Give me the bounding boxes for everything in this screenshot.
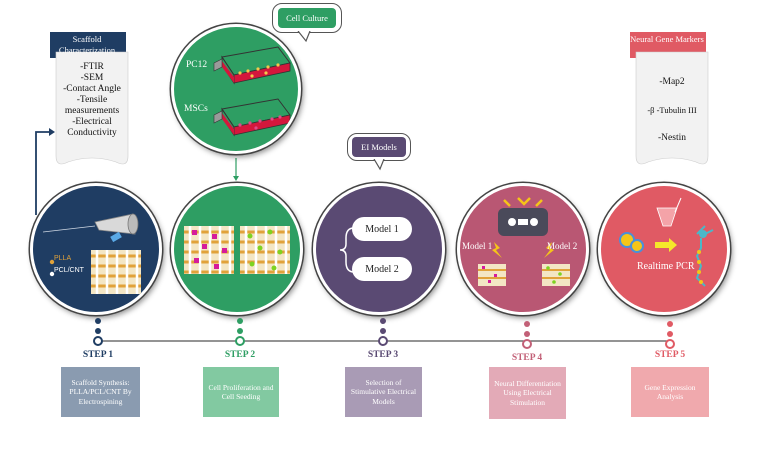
char-item-contact-angle: -Contact Angle bbox=[63, 84, 121, 94]
step2-description: Cell Proliferation and Cell Seeding bbox=[203, 367, 279, 417]
step3-description: Selection of Stimulative Electrical Mode… bbox=[345, 367, 422, 417]
char-item-sem: -SEM bbox=[80, 73, 104, 83]
electrospinning-illustration bbox=[42, 213, 141, 294]
scaffold-characterization-banner: Scaffold Characterization -FTIR -SEM -Co… bbox=[46, 30, 130, 170]
stimulation-illustration bbox=[478, 197, 570, 286]
ei-models-label: EI Models bbox=[352, 137, 406, 157]
step4-model2-label: Model 2 bbox=[547, 241, 578, 251]
char-item-ftir: -FTIR bbox=[80, 62, 104, 72]
step1-circle bbox=[30, 183, 162, 315]
pc12-label: PC12 bbox=[186, 60, 208, 70]
banner-shape bbox=[50, 32, 129, 165]
pcr-illustration bbox=[619, 197, 714, 287]
banner-shape bbox=[630, 32, 709, 165]
seeded-mesh-left bbox=[184, 226, 234, 274]
step3-label: STEP 3 bbox=[367, 350, 399, 360]
marker-map2: -Map2 bbox=[659, 77, 685, 87]
neural-gene-markers-list: -Map2 -β -Tubulin III -Nestin bbox=[636, 68, 708, 152]
step4-dots bbox=[522, 321, 532, 349]
scaffold-characterization-list: -FTIR -SEM -Contact Angle -Tensile measu… bbox=[56, 62, 128, 139]
step4-label: STEP 4 bbox=[511, 353, 543, 363]
step5-circle bbox=[598, 183, 730, 315]
cell-seeding-illustration bbox=[184, 226, 290, 274]
step5-description: Gene Expression Analysis bbox=[631, 367, 709, 417]
step3-circle: Model 1 Model 2 bbox=[313, 183, 445, 315]
flask-illustrations bbox=[213, 46, 291, 137]
step2-circle bbox=[171, 183, 303, 315]
cell-culture-label: Cell Culture bbox=[278, 8, 336, 28]
realtime-pcr-label: Realtime PCR bbox=[637, 261, 695, 272]
step5-label: STEP 5 bbox=[654, 350, 686, 360]
cell-culture-circle bbox=[171, 24, 301, 154]
step4-description: Neural Differentiation Using Electrical … bbox=[489, 367, 566, 419]
model-bracket bbox=[339, 227, 355, 273]
step2-dots bbox=[235, 318, 245, 346]
char-item-tensile: -Tensile measurements bbox=[64, 95, 120, 116]
bubble-tail bbox=[373, 159, 385, 171]
legend-plla: PLLA bbox=[54, 255, 72, 262]
step4-circle bbox=[457, 183, 589, 315]
neural-gene-markers-banner: Neural Gene Markers -Map2 -β -Tubulin II… bbox=[626, 30, 710, 170]
seeded-mesh-right bbox=[240, 226, 290, 274]
model2-box: Model 2 bbox=[352, 257, 412, 281]
scaffold-mesh bbox=[91, 250, 141, 294]
marker-nestin: -Nestin bbox=[658, 133, 686, 143]
step5-dots bbox=[665, 321, 675, 349]
legend-pclcnt: PCL/CNT bbox=[54, 267, 84, 274]
marker-tubulin: -β -Tubulin III bbox=[647, 105, 697, 115]
step2-label: STEP 2 bbox=[224, 350, 256, 360]
bubble-tail bbox=[297, 31, 311, 43]
scaffold-characterization-title: Scaffold Characterization bbox=[58, 34, 116, 55]
step4-model1-label: Model 1 bbox=[462, 241, 493, 251]
model1-box: Model 1 bbox=[352, 217, 412, 241]
mscs-label: MSCs bbox=[184, 104, 208, 114]
step3-dots bbox=[378, 318, 388, 346]
neural-gene-markers-title: Neural Gene Markers bbox=[630, 34, 704, 44]
step1-description: Scaffold Synthesis: PLLA/PCL/CNT By Elec… bbox=[61, 367, 140, 417]
step1-dots bbox=[93, 318, 103, 346]
char-item-conductivity: -Electrical Conductivity bbox=[67, 117, 117, 138]
step1-label: STEP 1 bbox=[82, 350, 114, 360]
